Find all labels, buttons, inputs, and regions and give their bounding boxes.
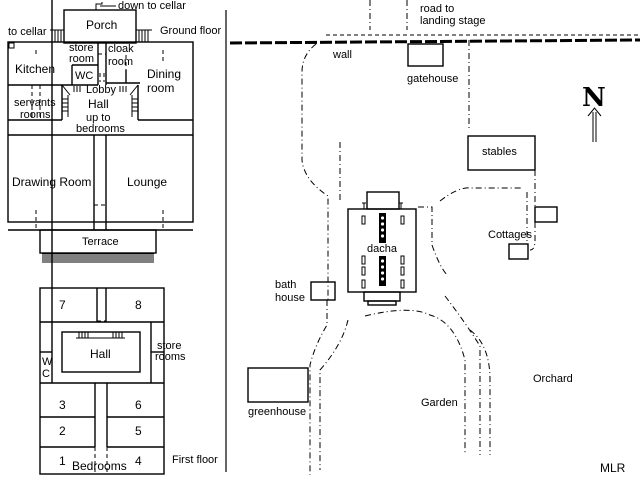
cellar-hatch: [8, 42, 15, 49]
site-plan: wall road to landing stage gatehouse N s…: [229, 0, 640, 475]
ground-floor-title: Ground floor: [160, 25, 221, 37]
garden-label: Garden: [421, 397, 458, 409]
room-2-label: 2: [59, 424, 66, 438]
cottages-label: Cottages: [488, 229, 533, 241]
terrace-steps: [42, 253, 154, 263]
first-floor-hall: [61, 331, 141, 373]
kitchen-label: Kitchen: [15, 62, 55, 76]
cloak-room-label-1: cloak: [108, 43, 134, 55]
cellar-steps-icon: [95, 2, 116, 10]
ground-floor-plan: Porch down to cellar to cellar Ground fl…: [7, 0, 221, 263]
first-floor-title: First floor: [172, 454, 218, 466]
terrace-label: Terrace: [82, 236, 119, 248]
porch-right-steps: [136, 29, 152, 42]
bath-house-label-1: bath: [275, 279, 296, 291]
greenhouse-label: greenhouse: [248, 406, 306, 418]
cottage-1: [534, 206, 558, 223]
gatehouse: [407, 43, 444, 67]
store-rooms-label-1: store: [157, 340, 181, 352]
gatehouse-label: gatehouse: [407, 73, 458, 85]
room-1-label: 1: [59, 454, 66, 468]
bedrooms-label: bedrooms: [76, 123, 125, 135]
up-to-label: up to: [86, 112, 110, 124]
greenhouse: [247, 367, 309, 403]
stables-label: stables: [482, 146, 517, 158]
to-cellar-label: to cellar: [8, 26, 47, 38]
signature: MLR: [600, 461, 626, 475]
first-floor-hall-label: Hall: [90, 347, 111, 361]
boundary-wall: [229, 38, 640, 45]
dacha: dacha: [347, 191, 417, 306]
road-label-1: road to: [420, 3, 454, 15]
first-floor-outline: [39, 287, 165, 475]
room-6-label: 6: [135, 398, 142, 412]
road-label-2: landing stage: [420, 15, 485, 27]
dining-room-label-1: Dining: [147, 67, 181, 81]
servants-rooms-label-2: rooms: [20, 109, 51, 121]
room-5-label: 5: [135, 424, 142, 438]
porch-label: Porch: [86, 18, 117, 32]
room-4-label: 4: [135, 454, 142, 468]
svg-text:N: N: [582, 83, 606, 113]
ground-floor-outline: [7, 41, 194, 223]
porch: [63, 9, 137, 44]
stables: [467, 135, 536, 171]
lobby-label: Lobby: [86, 84, 116, 96]
first-floor-plan: 7 8 Hall W C store rooms 3 6 2 5 1 4: [39, 0, 218, 475]
cottage-2: [508, 243, 529, 260]
store-room-label-2: room: [69, 53, 94, 65]
hall-left-stairs: [61, 84, 81, 117]
store-rooms-label-2: rooms: [155, 351, 186, 363]
dining-room-label-2: room: [147, 81, 174, 95]
bath-house-label-2: house: [275, 292, 305, 304]
terrace: [39, 229, 157, 254]
orchard-label: Orchard: [533, 373, 573, 385]
cloak-room-label-2: room: [108, 56, 133, 68]
hall-right-stairs: [119, 84, 139, 117]
room-8-label: 8: [135, 298, 142, 312]
first-floor-stairs: [76, 332, 125, 339]
room-3-label: 3: [59, 398, 66, 412]
room-7-label: 7: [59, 298, 66, 312]
hall-label: Hall: [88, 97, 109, 111]
wall-label: wall: [332, 49, 352, 61]
store-room-label-1: store: [69, 42, 93, 54]
lounge-label: Lounge: [127, 175, 167, 189]
wc-label-c: C: [42, 368, 50, 380]
north-arrow-icon: N: [582, 83, 606, 142]
dacha-label: dacha: [367, 243, 398, 255]
down-to-cellar-label: down to cellar: [118, 0, 186, 12]
wc-label-w: W: [42, 356, 53, 368]
servants-rooms-label-1: servants: [14, 97, 56, 109]
bedrooms-label: Bedrooms: [72, 459, 127, 473]
wc-label: WC: [75, 70, 93, 82]
bath-house: [310, 281, 336, 301]
